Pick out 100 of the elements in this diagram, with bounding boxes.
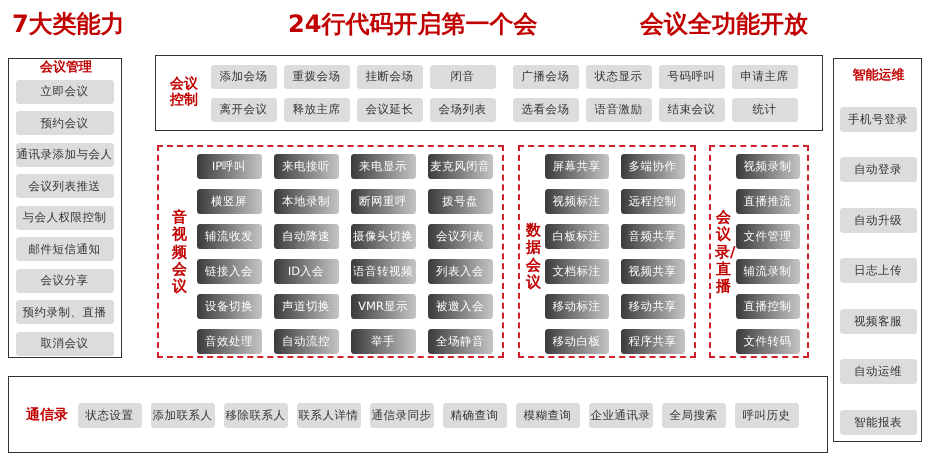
feature-button: 自动降速 — [274, 224, 338, 248]
feature-button: 立即会议 — [16, 80, 114, 104]
feature-button: 状态设置 — [78, 402, 142, 428]
group-heading: 会议控制 — [168, 76, 199, 108]
feature-button: 辅流录制 — [736, 258, 800, 284]
feature-button: 会议列表 — [428, 224, 492, 248]
feature-button: 申请主席 — [732, 64, 798, 88]
feature-button: 摄像头切换 — [350, 224, 416, 248]
feature-button: 预约会议 — [16, 111, 114, 135]
feature-button: 音效处理 — [196, 328, 262, 354]
feature-button: 直播控制 — [736, 294, 800, 318]
feature-button: 多端协作 — [620, 154, 684, 178]
feature-button: 远程控制 — [620, 188, 684, 214]
feature-button: 号码呼叫 — [658, 64, 724, 88]
feature-button: 重拨会场 — [284, 64, 350, 88]
feature-button: 举手 — [350, 328, 416, 354]
feature-button: 释放主席 — [284, 98, 350, 122]
feature-button: ID入会 — [274, 258, 338, 284]
feature-button: 呼叫历史 — [734, 402, 798, 428]
feature-button: VMR显示 — [350, 294, 416, 318]
feature-button: 程序共享 — [620, 328, 684, 354]
feature-button: 智能报表 — [840, 410, 916, 434]
title: 24行代码开启第一个会 — [288, 9, 538, 40]
feature-button: 添加联系人 — [150, 402, 214, 428]
group-heading: 音视频会议 — [171, 209, 188, 296]
group-panel — [833, 58, 922, 442]
feature-button: 链接入会 — [196, 258, 262, 284]
group-panel — [155, 55, 823, 131]
feature-button: 文档标注 — [544, 258, 608, 284]
feature-button: 精确查询 — [442, 402, 506, 428]
feature-button: 状态显示 — [586, 64, 652, 88]
feature-button: 广播会场 — [512, 64, 578, 88]
feature-button: 自动运维 — [840, 359, 916, 384]
feature-button: 企业通讯录 — [588, 402, 652, 428]
feature-button: 来电显示 — [350, 154, 416, 178]
feature-button: 会议分享 — [16, 268, 114, 292]
feature-button: 屏幕共享 — [544, 154, 608, 178]
feature-button: 语音转视频 — [350, 258, 416, 284]
feature-button: 文件转码 — [736, 328, 800, 354]
feature-button: 音频共享 — [620, 224, 684, 248]
feature-button: 通信录同步 — [370, 402, 434, 428]
heading: 7大类能力 — [12, 9, 125, 40]
feature-button: 语音激励 — [586, 98, 652, 122]
feature-button: 文件管理 — [736, 224, 800, 248]
feature-button: 麦克风闭音 — [428, 154, 492, 178]
feature-button: 视频共享 — [620, 258, 684, 284]
feature-button: 自动升级 — [840, 208, 916, 232]
feature-button: 闭音 — [430, 64, 496, 88]
dashed-group-frame — [518, 145, 696, 358]
group-heading: 会议管理 — [38, 61, 93, 76]
feature-button: 预约录制、直播 — [16, 300, 114, 324]
group-heading: 数据会议 — [525, 222, 542, 291]
dashed-group-frame — [709, 145, 809, 358]
feature-button: 设备切换 — [196, 294, 262, 318]
feature-button: 辅流收发 — [196, 224, 262, 248]
feature-button: 来电接听 — [274, 154, 338, 178]
feature-button: 联系人详情 — [296, 402, 360, 428]
feature-button: 移动共享 — [620, 294, 684, 318]
feature-button: 横竖屏 — [196, 188, 262, 214]
feature-button: 全局搜索 — [662, 402, 726, 428]
feature-button: 本地录制 — [274, 188, 338, 214]
feature-button: 全场静音 — [428, 328, 492, 354]
feature-button: 取消会议 — [16, 332, 114, 356]
feature-button: 统计 — [732, 98, 798, 122]
feature-button: 移动标注 — [544, 294, 608, 318]
feature-button: 白板标注 — [544, 224, 608, 248]
feature-button: 视频客服 — [840, 308, 916, 334]
group-heading: 通信录 — [25, 407, 69, 424]
feature-button: 自动登录 — [840, 157, 916, 182]
feature-button: IP呼叫 — [196, 154, 262, 178]
feature-button: 移动白板 — [544, 328, 608, 354]
feature-button: 离开会议 — [210, 98, 276, 122]
feature-button: 视频录制 — [736, 154, 800, 178]
feature-button: 声道切换 — [274, 294, 338, 318]
feature-button: 挂断会场 — [356, 64, 422, 88]
feature-button: 移除联系人 — [224, 402, 288, 428]
feature-button: 模糊查询 — [516, 402, 580, 428]
feature-button: 自动流控 — [274, 328, 338, 354]
dashed-group-frame — [157, 145, 504, 358]
group-panel — [8, 376, 828, 453]
feature-button: 会议延长 — [356, 98, 422, 122]
feature-button: 添加会场 — [210, 64, 276, 88]
feature-button: 视频标注 — [544, 188, 608, 214]
feature-button: 会场列表 — [430, 98, 496, 122]
feature-button: 结束会议 — [658, 98, 724, 122]
feature-button: 手机号登录 — [840, 106, 916, 132]
feature-button: 选看会场 — [512, 98, 578, 122]
feature-button: 与会人权限控制 — [16, 206, 114, 230]
group-heading: 智能运维 — [852, 69, 906, 84]
heading: 会议全功能开放 — [640, 9, 808, 40]
group-panel — [8, 58, 122, 358]
feature-button: 列表入会 — [428, 258, 492, 284]
feature-button: 直播推流 — [736, 188, 800, 214]
feature-button: 邮件短信通知 — [16, 237, 114, 261]
feature-button: 会议列表推送 — [16, 174, 114, 198]
feature-button: 通讯录添加与会人 — [16, 142, 114, 166]
feature-button: 日志上传 — [840, 258, 916, 283]
feature-button: 被邀入会 — [428, 294, 492, 318]
feature-button: 拨号盘 — [428, 188, 492, 214]
feature-button: 断网重呼 — [350, 188, 416, 214]
